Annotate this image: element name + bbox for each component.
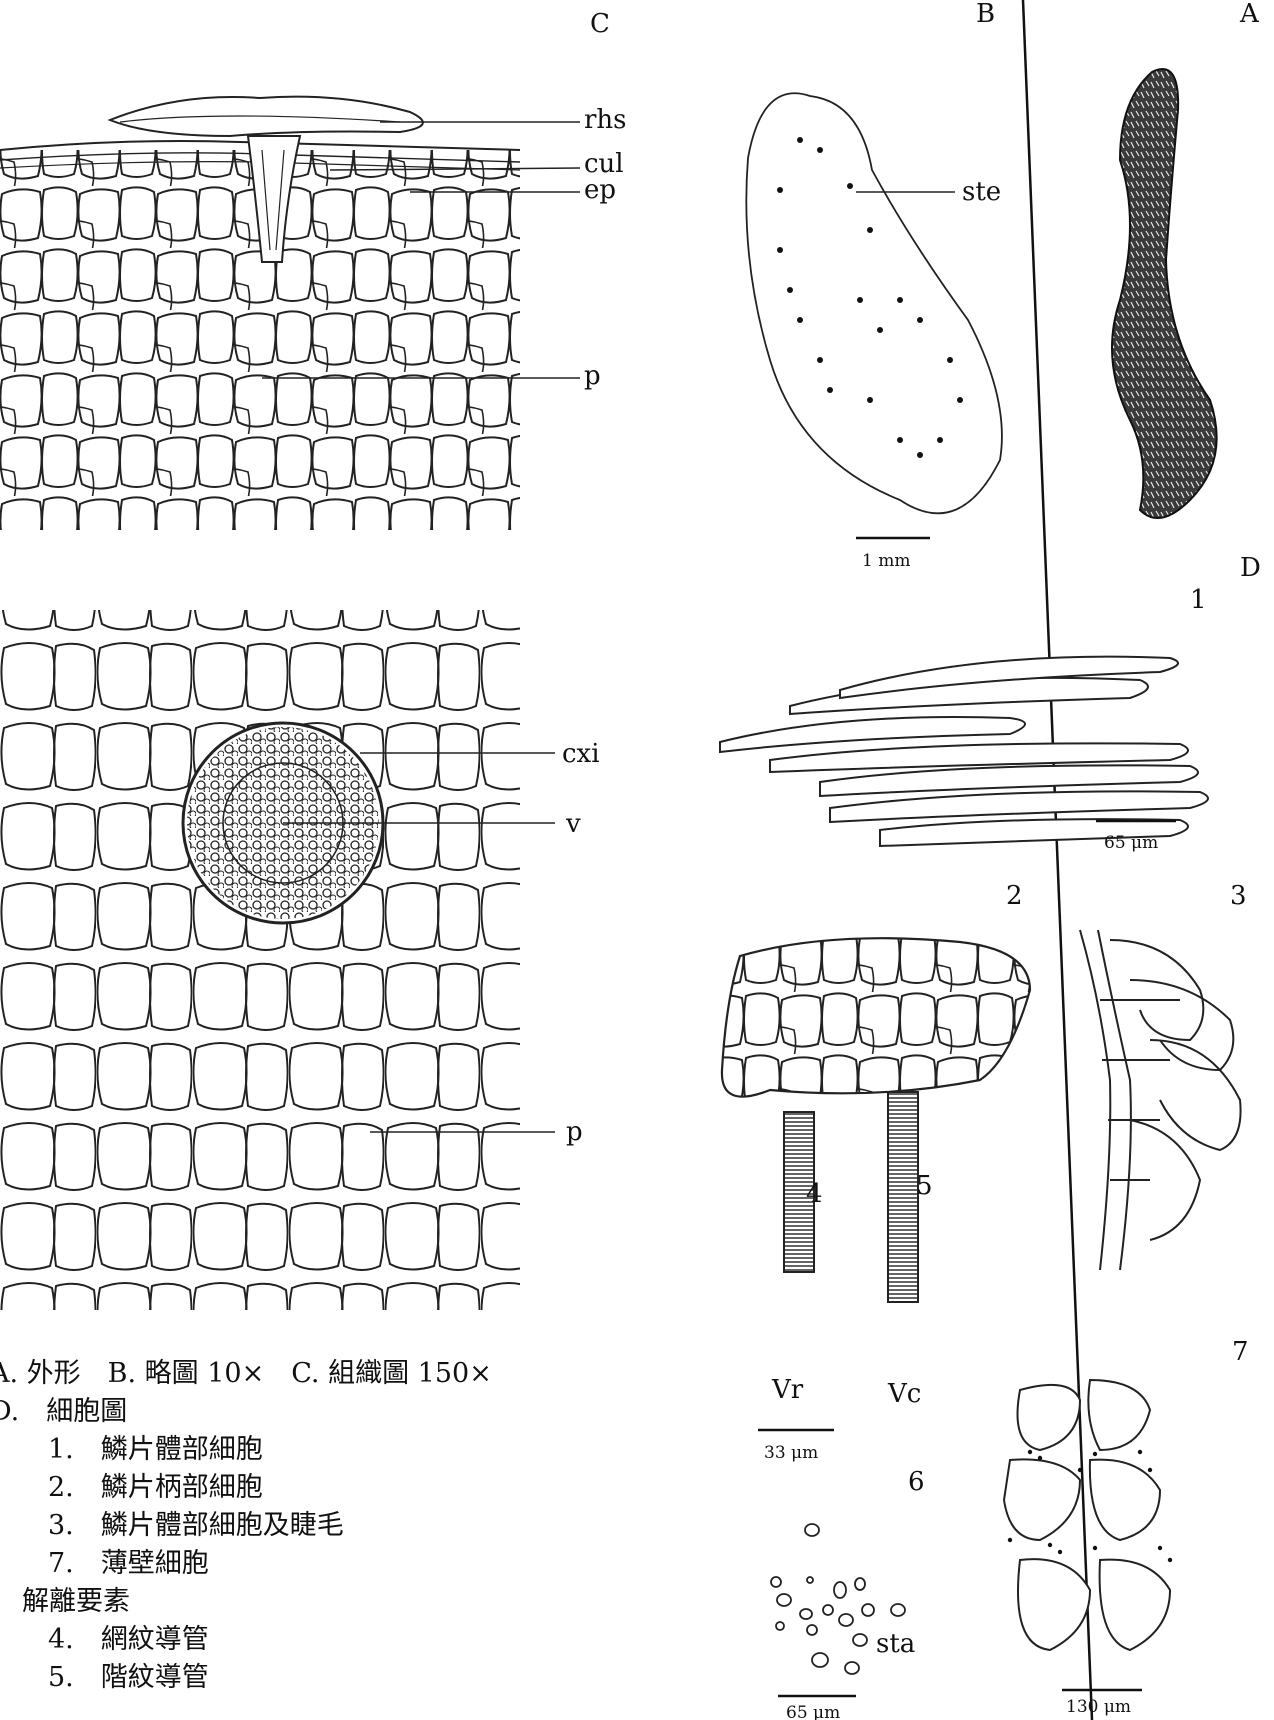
number-2: 2: [1006, 881, 1023, 911]
label-p-lower: p: [566, 1117, 583, 1147]
panel-label-b: B: [976, 0, 995, 29]
scalariform-vessel: [888, 1092, 918, 1302]
panel-c-upper-section: [0, 97, 520, 530]
label-sta: sta: [876, 1629, 915, 1659]
number-4: 4: [806, 1179, 823, 1209]
scale-label-d1: 65 μm: [1104, 833, 1158, 853]
caption-item: 3. 鱗片體部細胞及睫毛: [0, 1507, 540, 1545]
parenchyma-tissue-lower: [0, 610, 520, 1310]
panel-c-lower-section: [0, 610, 520, 1310]
number-5: 5: [916, 1171, 933, 1201]
panel-label-c: C: [590, 9, 610, 39]
caption-dissociated: 解離要素: [0, 1583, 540, 1621]
panel-d1-cells: [720, 657, 1208, 846]
caption-item: 4. 網紋導管: [0, 1621, 540, 1659]
caption-item: 2. 鱗片柄部細胞: [0, 1469, 540, 1507]
panel-label-a: A: [1239, 0, 1260, 29]
caption-line-2: D. 細胞圖: [0, 1393, 540, 1431]
scale-label-d7: 130 μm: [1066, 1697, 1131, 1717]
label-p-upper: p: [584, 361, 601, 391]
label-rhs: rhs: [584, 105, 627, 135]
number-1: 1: [1190, 585, 1207, 615]
label-v: v: [565, 809, 581, 839]
rhizome-cross-section: [746, 93, 1002, 513]
label-ep: ep: [584, 175, 616, 205]
panel-b-outline: [746, 93, 1002, 538]
label-vc: Vc: [887, 1379, 921, 1409]
label-cxi: cxi: [562, 739, 600, 769]
caption-line-1: A. 外形 B. 略圖 10× C. 組織圖 150×: [0, 1355, 540, 1393]
caption-item: 5. 階紋導管: [0, 1659, 540, 1697]
scale-label-d6: 65 μm: [786, 1703, 840, 1720]
number-7: 7: [1232, 1337, 1249, 1367]
scale-label-d45: 33 μm: [764, 1443, 818, 1463]
caption-item: 7. 薄壁細胞: [0, 1545, 540, 1583]
caption-item: 1. 鱗片體部細胞: [0, 1431, 540, 1469]
figure-caption: A. 外形 B. 略圖 10× C. 組織圖 150× D. 細胞圖 1. 鱗片…: [0, 1355, 540, 1697]
stele-dots: [777, 137, 963, 458]
panel-label-d: D: [1240, 553, 1261, 583]
panel-d7-cells: [1004, 1380, 1170, 1650]
panel-d2-cells: [722, 938, 1030, 1096]
scale-label-b: 1 mm: [862, 551, 910, 571]
label-ste: ste: [962, 177, 1001, 207]
number-3: 3: [1230, 881, 1247, 911]
panel-d3-cilia: [1080, 930, 1241, 1270]
rhizome-external-form: [1112, 69, 1217, 518]
label-vr: Vr: [771, 1375, 804, 1405]
number-6: 6: [908, 1467, 925, 1497]
